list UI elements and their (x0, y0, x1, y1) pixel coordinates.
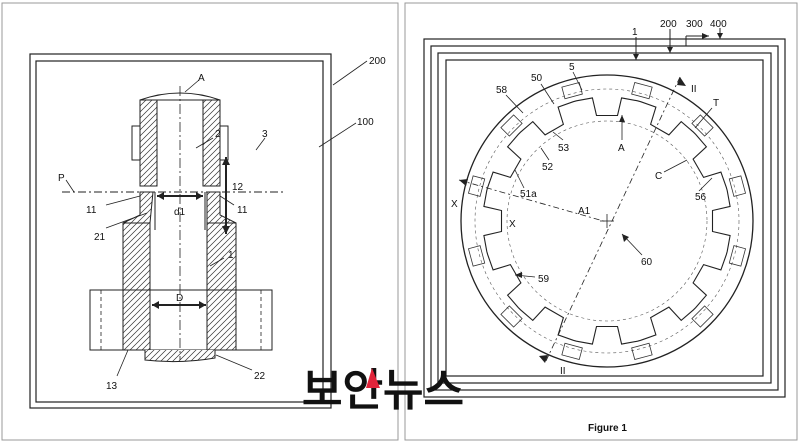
frame-300 (430, 45, 779, 391)
gear-slot (467, 245, 486, 267)
base-flange-right-hatch (206, 289, 237, 351)
gear-slot (467, 175, 486, 197)
watermark: 보안뉴스 (302, 366, 464, 415)
label-12: 12 (232, 182, 244, 193)
gear-slot (691, 114, 714, 137)
label-200-left: 200 (369, 56, 386, 67)
label-52: 52 (542, 162, 554, 173)
label-11-left: 11 (86, 205, 97, 216)
gear-outer-circle (460, 74, 754, 368)
gear-inner-teeth (483, 97, 731, 345)
frame-100 (35, 60, 324, 403)
label-5: 5 (569, 62, 575, 73)
label-400: 400 (710, 19, 727, 30)
frame-200 (437, 52, 772, 384)
figure-caption: Figure 1 (588, 423, 627, 434)
label-D: D (176, 293, 183, 304)
gear-root-circle (506, 120, 708, 322)
label-21: 21 (94, 232, 106, 243)
gear-slot (500, 114, 523, 137)
frame-200 (29, 53, 332, 409)
right-panel (423, 28, 786, 398)
gear-pitch-circle (474, 88, 740, 354)
middle-body-left (122, 191, 154, 224)
frame-1 (445, 59, 764, 377)
label-50: 50 (531, 73, 543, 84)
upper-flange-left (131, 125, 141, 161)
gear-slot (561, 342, 583, 361)
gear-slot (631, 342, 653, 361)
label-T: T (713, 98, 719, 109)
label-59: 59 (538, 274, 550, 285)
gear-slot (691, 305, 714, 328)
label-2: 2 (215, 129, 221, 140)
watermark-accent-mark (366, 368, 380, 388)
label-P: P (58, 173, 65, 184)
label-53: 53 (558, 143, 570, 154)
label-51a: 51a (520, 189, 537, 200)
label-1-right: 1 (632, 27, 638, 38)
label-A1: A1 (578, 206, 591, 217)
label-300: 300 (686, 19, 703, 30)
label-II-top: II (691, 84, 697, 95)
gear-ring (460, 74, 754, 368)
label-A-right: A (618, 143, 625, 154)
label-A-left: A (198, 73, 205, 84)
left-panel-frame (1, 2, 399, 441)
watermark-text: 보안뉴스 (302, 366, 464, 415)
label-22: 22 (254, 371, 266, 382)
base-stub (144, 350, 216, 363)
base-flange-left-hatch (122, 289, 151, 351)
right-panel-frame (404, 2, 798, 441)
label-C: C (655, 171, 662, 182)
gear-slot (728, 175, 747, 197)
label-60: 60 (641, 257, 653, 268)
label-1-left: 1 (228, 250, 234, 261)
label-11-right: 11 (237, 205, 248, 216)
frame-400 (423, 38, 786, 398)
upper-flange-right (219, 125, 229, 161)
label-II-bottom: II (560, 366, 566, 377)
gear-slot (728, 245, 747, 267)
section-line-II (544, 76, 681, 364)
label-X-inner: X (509, 219, 516, 230)
label-200-right: 200 (660, 19, 677, 30)
label-d1: d1 (174, 207, 186, 218)
label-100: 100 (357, 117, 374, 128)
upper-body-right (202, 99, 221, 187)
left-panel (29, 53, 368, 409)
label-56: 56 (695, 192, 707, 203)
label-13: 13 (106, 381, 118, 392)
label-X-left: X (451, 199, 458, 210)
gear-slot (500, 305, 523, 328)
gear-slot (631, 81, 653, 100)
section-line-X (458, 179, 608, 223)
label-58: 58 (496, 85, 508, 96)
upper-body-left (139, 99, 158, 187)
label-3: 3 (262, 129, 268, 140)
